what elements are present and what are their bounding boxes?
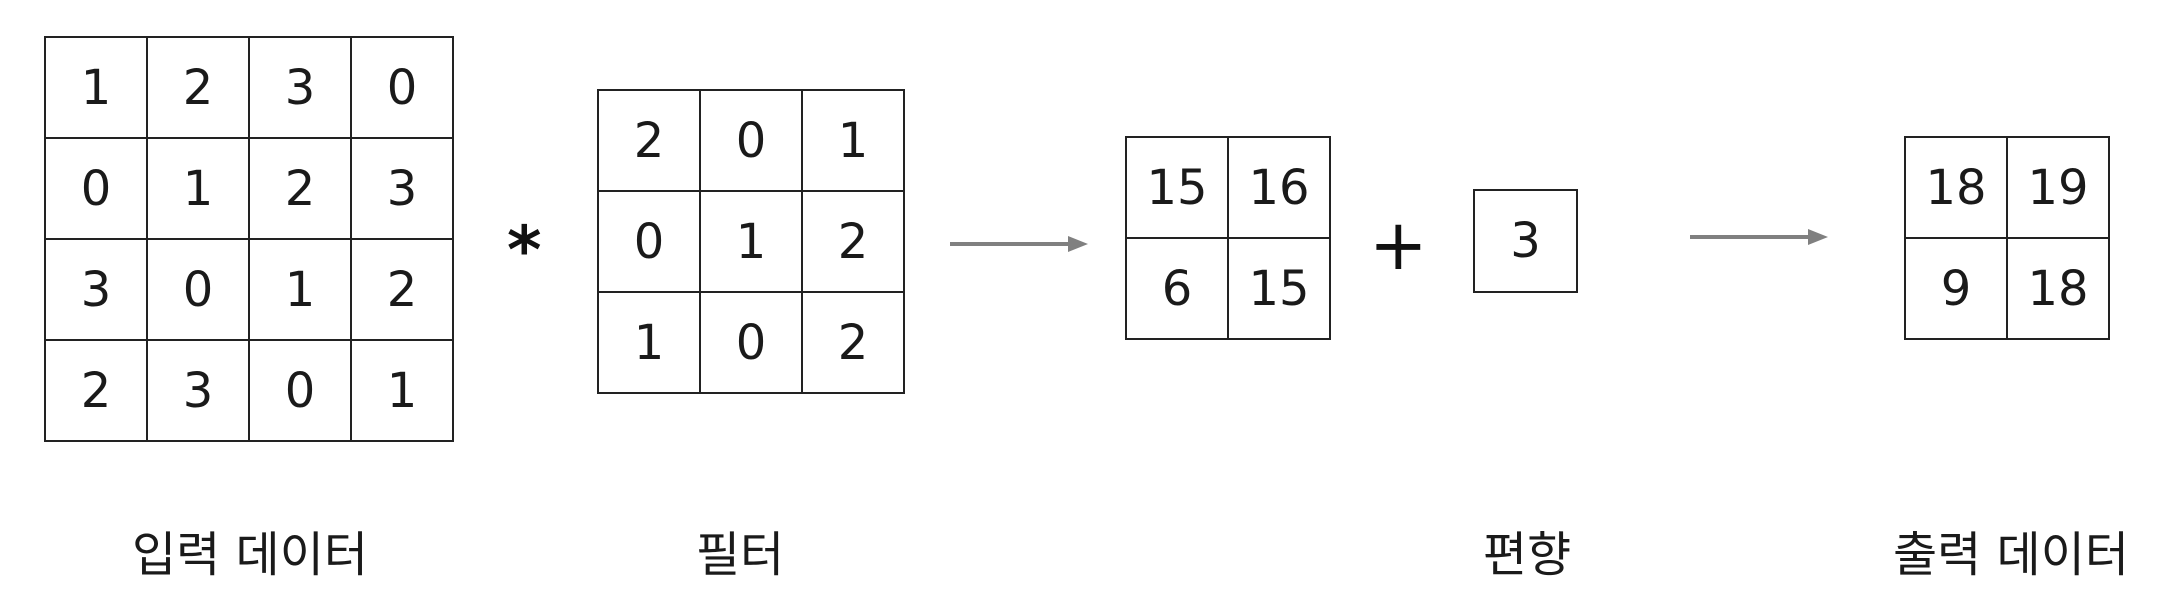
matrix-cell: 1	[44, 36, 148, 139]
matrix-row: 3	[1473, 189, 1578, 293]
matrix-cell: 0	[248, 339, 352, 442]
matrix-row: 2 0 1	[597, 89, 905, 192]
matrix-cell: 2	[801, 190, 905, 293]
matrix-cell: 16	[1227, 136, 1331, 239]
matrix-cell: 2	[146, 36, 250, 139]
matrix-cell: 2	[44, 339, 148, 442]
matrix-cell: 1	[699, 190, 803, 293]
matrix-cell: 1	[801, 89, 905, 192]
matrix-row: 0 1 2 3	[44, 137, 454, 240]
matrix-row: 1 2 3 0	[44, 36, 454, 139]
convolution-result-matrix: 15 16 6 15	[1125, 136, 1331, 340]
right-arrow-icon	[1690, 229, 1828, 245]
bias-matrix: 3	[1473, 189, 1578, 293]
matrix-cell: 0	[350, 36, 454, 139]
matrix-cell: 0	[146, 238, 250, 341]
matrix-cell: 3	[350, 137, 454, 240]
convolution-operator: *	[507, 212, 542, 289]
output-data-caption: 출력 데이터	[1892, 527, 2130, 583]
matrix-cell: 6	[1125, 237, 1229, 340]
matrix-row: 9 18	[1904, 237, 2110, 340]
matrix-cell: 3	[1473, 189, 1578, 293]
addition-operator: +	[1369, 204, 1428, 286]
matrix-cell: 18	[2006, 237, 2110, 340]
matrix-cell: 1	[248, 238, 352, 341]
matrix-row: 1 0 2	[597, 291, 905, 394]
matrix-cell: 9	[1904, 237, 2008, 340]
matrix-cell: 0	[699, 89, 803, 192]
output-data-matrix: 18 19 9 18	[1904, 136, 2110, 340]
matrix-cell: 3	[44, 238, 148, 341]
matrix-cell: 1	[597, 291, 701, 394]
matrix-cell: 2	[597, 89, 701, 192]
matrix-cell: 2	[248, 137, 352, 240]
matrix-cell: 1	[146, 137, 250, 240]
input-data-caption: 입력 데이터	[131, 527, 369, 583]
matrix-row: 15 16	[1125, 136, 1331, 239]
matrix-cell: 3	[248, 36, 352, 139]
matrix-cell: 0	[597, 190, 701, 293]
filter-caption: 필터	[695, 527, 785, 583]
matrix-cell: 3	[146, 339, 250, 442]
matrix-cell: 15	[1227, 237, 1331, 340]
filter-matrix: 2 0 1 0 1 2 1 0 2	[597, 89, 905, 394]
matrix-row: 2 3 0 1	[44, 339, 454, 442]
matrix-cell: 0	[699, 291, 803, 394]
matrix-cell: 2	[350, 238, 454, 341]
right-arrow-icon	[950, 236, 1088, 252]
matrix-cell: 19	[2006, 136, 2110, 239]
matrix-cell: 1	[350, 339, 454, 442]
matrix-row: 3 0 1 2	[44, 238, 454, 341]
matrix-cell: 18	[1904, 136, 2008, 239]
matrix-row: 0 1 2	[597, 190, 905, 293]
matrix-cell: 2	[801, 291, 905, 394]
matrix-row: 6 15	[1125, 237, 1331, 340]
matrix-row: 18 19	[1904, 136, 2110, 239]
input-data-matrix: 1 2 3 0 0 1 2 3 3 0 1 2 2 3 0 1	[44, 36, 454, 442]
bias-caption: 편향	[1482, 527, 1572, 583]
matrix-cell: 0	[44, 137, 148, 240]
matrix-cell: 15	[1125, 136, 1229, 239]
